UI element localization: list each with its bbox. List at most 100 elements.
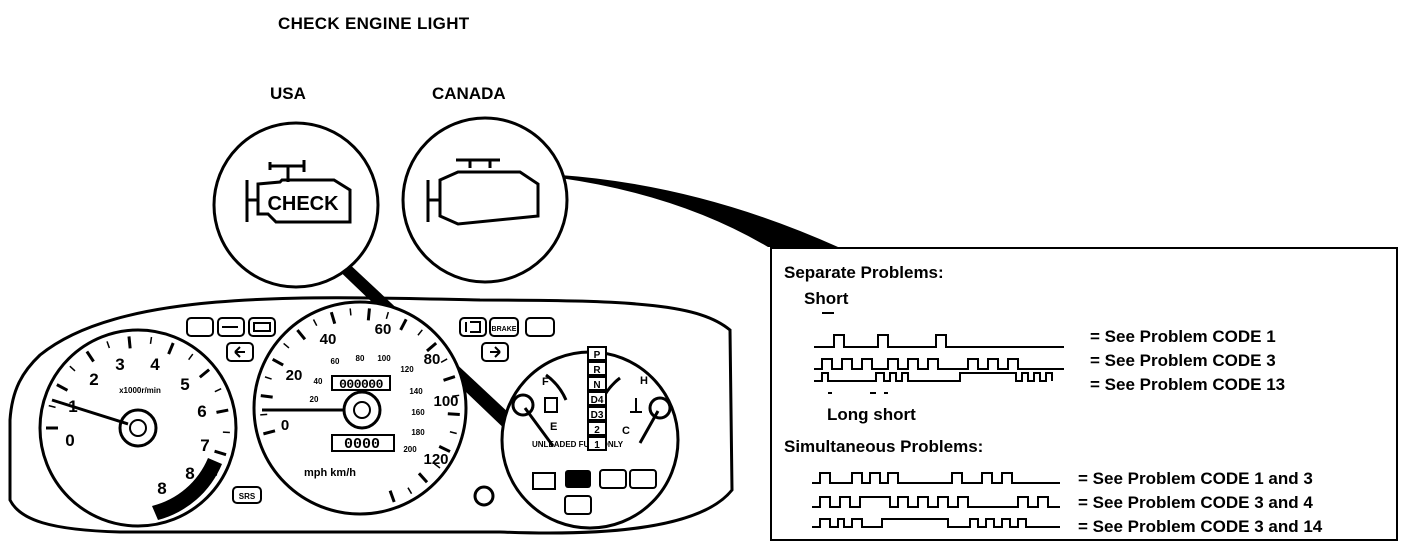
gauge-tick [438, 444, 451, 453]
wave-sim-3-4 [812, 496, 1060, 508]
speedo-kmh-100: 100 [377, 354, 391, 363]
gauge-tick [56, 383, 69, 392]
speedo-kmh-120: 120 [400, 365, 414, 374]
gauge-tick [399, 318, 408, 331]
gauge-tick [440, 358, 448, 364]
fuel-empty-letter: E [550, 421, 557, 433]
trip-reset-knob [473, 485, 495, 507]
usa-check-lamp: CHECK [212, 121, 380, 289]
speedo-mph-100: 100 [433, 393, 458, 410]
brake-lamp-text: BRAKE [492, 326, 517, 333]
short-label: Short [804, 289, 849, 308]
speedo-kmh-60: 60 [331, 357, 340, 366]
wave-sim-1-3 [812, 472, 1060, 484]
tach-num-5: 5 [180, 375, 189, 394]
gauge-tick [188, 353, 194, 361]
gear-label: P [594, 350, 601, 361]
wave-code-1 [814, 334, 1064, 348]
tach-num-3: 3 [115, 355, 124, 374]
simultaneous-code-1-3: = See Problem CODE 1 and 3 [1078, 469, 1313, 488]
canada-label: CANADA [432, 84, 506, 103]
gauge-tick [127, 336, 132, 349]
speedo-ticks [260, 308, 460, 503]
speedo-mph-60: 60 [375, 321, 392, 338]
gear-box [587, 346, 607, 361]
gear-label: D3 [591, 410, 604, 421]
gear-box [587, 361, 607, 376]
speedo-kmh-80: 80 [356, 354, 365, 363]
speedo-kmh-200: 200 [403, 445, 417, 454]
cluster-housing [8, 296, 734, 535]
gauge-tick [426, 342, 438, 353]
speedometer: 0 20 40 60 80 100 120 20 40 60 80 100 12… [252, 300, 468, 516]
simultaneous-code-3-4: = See Problem CODE 3 and 4 [1078, 493, 1313, 512]
gauge-tick [69, 365, 76, 372]
speedo-mph-80: 80 [424, 351, 441, 368]
gauge-tick [214, 449, 227, 457]
gauge-tick [193, 483, 205, 495]
gear-label: 1 [594, 440, 600, 451]
gauge-tick [407, 487, 413, 495]
speedo-mph-120: 120 [423, 451, 448, 468]
gauge-tick [443, 375, 456, 382]
gauge-tick [417, 329, 423, 336]
gauge-tick [283, 342, 290, 349]
diagram-title: CHECK ENGINE LIGHT [278, 14, 470, 33]
speedo-kmh-40: 40 [314, 377, 323, 386]
tach-num-1: 1 [68, 397, 77, 416]
tach-redline [152, 458, 222, 520]
gear-box [587, 436, 607, 451]
gauge-tick [198, 368, 211, 379]
gear-label: 2 [594, 425, 600, 436]
tach-num-2: 2 [89, 370, 98, 389]
gauge-tick [167, 342, 175, 355]
separate-code-3: = See Problem CODE 3 [1090, 351, 1276, 370]
gauge-tick [449, 431, 457, 435]
gauge-tick [417, 472, 429, 484]
gauge-tick [106, 341, 111, 349]
gauge-tick [48, 404, 56, 409]
gauge-tick [452, 394, 460, 397]
gauge-tick [349, 308, 352, 316]
gauge-tick [366, 308, 371, 321]
gauge-tick [214, 387, 222, 393]
fuel-full-letter: F [542, 376, 549, 388]
gauge-tick [271, 357, 284, 367]
speedo-mph-0: 0 [281, 417, 289, 434]
tach-ticks [46, 336, 230, 495]
wave-code-13 [814, 372, 1053, 382]
trip-meter: 0000 [344, 436, 380, 453]
tach-num-8b: 8 [157, 479, 166, 498]
blink-waveforms [812, 312, 1064, 528]
simultaneous-heading: Simultaneous Problems: [784, 437, 984, 456]
fuel-label-text: UNLEADED FUEL ONLY [532, 440, 624, 449]
gauge-tick [329, 311, 337, 325]
temp-cold-letter: C [622, 425, 630, 437]
gauge-tick [296, 329, 307, 341]
gauge-tick [433, 463, 441, 469]
simultaneous-code-3-14: = See Problem CODE 3 and 14 [1078, 517, 1323, 536]
speedo-unit: mph km/h [304, 467, 356, 479]
srs-lamp-text: SRS [239, 492, 256, 501]
tachometer: 0 1 2 3 4 5 6 7 8 8 x1000r/min [38, 328, 238, 528]
separate-code-13: = See Problem CODE 13 [1090, 375, 1286, 394]
legend-leader-wedge [560, 175, 838, 247]
tach-num-7: 7 [200, 436, 209, 455]
gauge-tick [216, 408, 229, 414]
gauge-tick [260, 394, 273, 399]
odometer: 000000 [339, 377, 384, 392]
gauge-tick [263, 429, 276, 436]
gear-label: R [593, 365, 601, 376]
long-short-label: Long short [827, 405, 916, 424]
gauge-tick [210, 471, 218, 476]
wave-code-3 [814, 358, 1064, 370]
speedo-kmh-160: 160 [411, 408, 425, 417]
speedo-kmh-180: 180 [411, 428, 425, 437]
code-legend-box: Separate Problems: Short Long short = Se… [770, 247, 1398, 541]
usa-lamp-text: CHECK [267, 193, 339, 215]
speedo-kmh-20: 20 [310, 395, 319, 404]
gear-label: D4 [591, 395, 604, 406]
gear-box [587, 376, 607, 391]
